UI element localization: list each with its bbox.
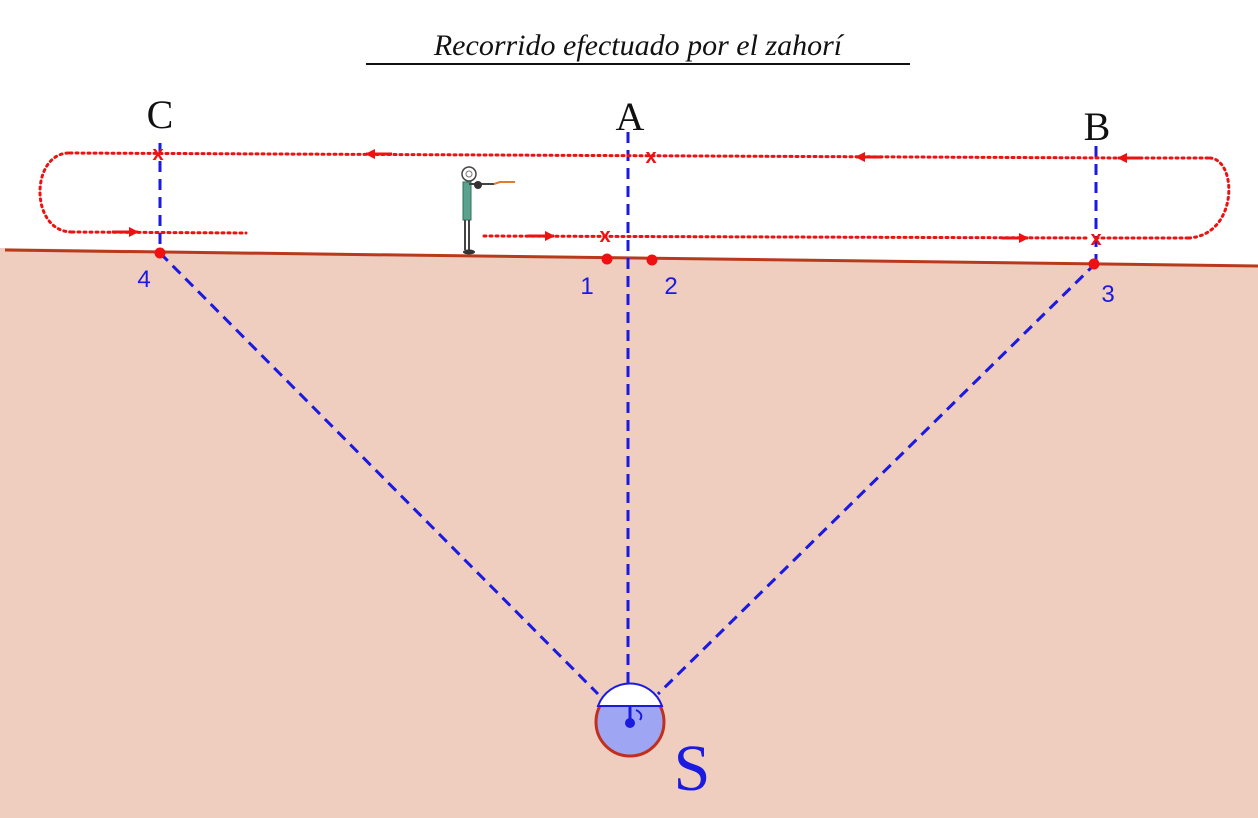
path-top-segment [66, 151, 1124, 160]
numeric-markers: 4 1 2 3 [137, 266, 1114, 308]
surface-point-1 [601, 253, 613, 265]
cross-mark-a: x [645, 146, 656, 168]
surface-point-3 [1088, 258, 1100, 270]
cross-mark-c: x [152, 143, 163, 165]
crossing-marks: x x x x [152, 143, 1101, 250]
label-source: S [674, 732, 711, 805]
source-angle-mark [635, 709, 643, 721]
label-marker-2: 2 [664, 273, 677, 300]
path-right-loop [1186, 156, 1231, 240]
label-marker-3: 3 [1101, 281, 1114, 308]
water-source [594, 682, 666, 758]
guide-diagonal-left [158, 251, 600, 696]
dowser-figure-icon [461, 166, 515, 255]
label-marker-4: 4 [137, 266, 150, 293]
label-marker-1: 1 [580, 273, 593, 300]
surface-point-4 [154, 247, 166, 259]
surface-points [154, 247, 1100, 270]
path-bottom-left-segment [70, 230, 248, 235]
label-point-b: B [1084, 104, 1111, 149]
diagram-title: Recorrido efectuado por el zahorí [433, 29, 845, 62]
surface-point-2 [646, 254, 658, 266]
label-point-c: C [147, 92, 174, 137]
direction-arrows [112, 148, 1142, 244]
ground-surface-line [4, 248, 1258, 268]
path-left-loop [38, 151, 74, 234]
source-center-dot [625, 718, 635, 728]
source-top-wedge [596, 682, 664, 707]
guide-diagonal-right [656, 261, 1098, 696]
cross-mark-b: x [1090, 228, 1101, 250]
label-point-a: A [616, 94, 645, 139]
guide-lines [158, 132, 1098, 720]
path-bottom-middle-segment [482, 234, 1090, 240]
walking-path [38, 151, 1231, 240]
cross-mark-1: x [599, 225, 610, 247]
